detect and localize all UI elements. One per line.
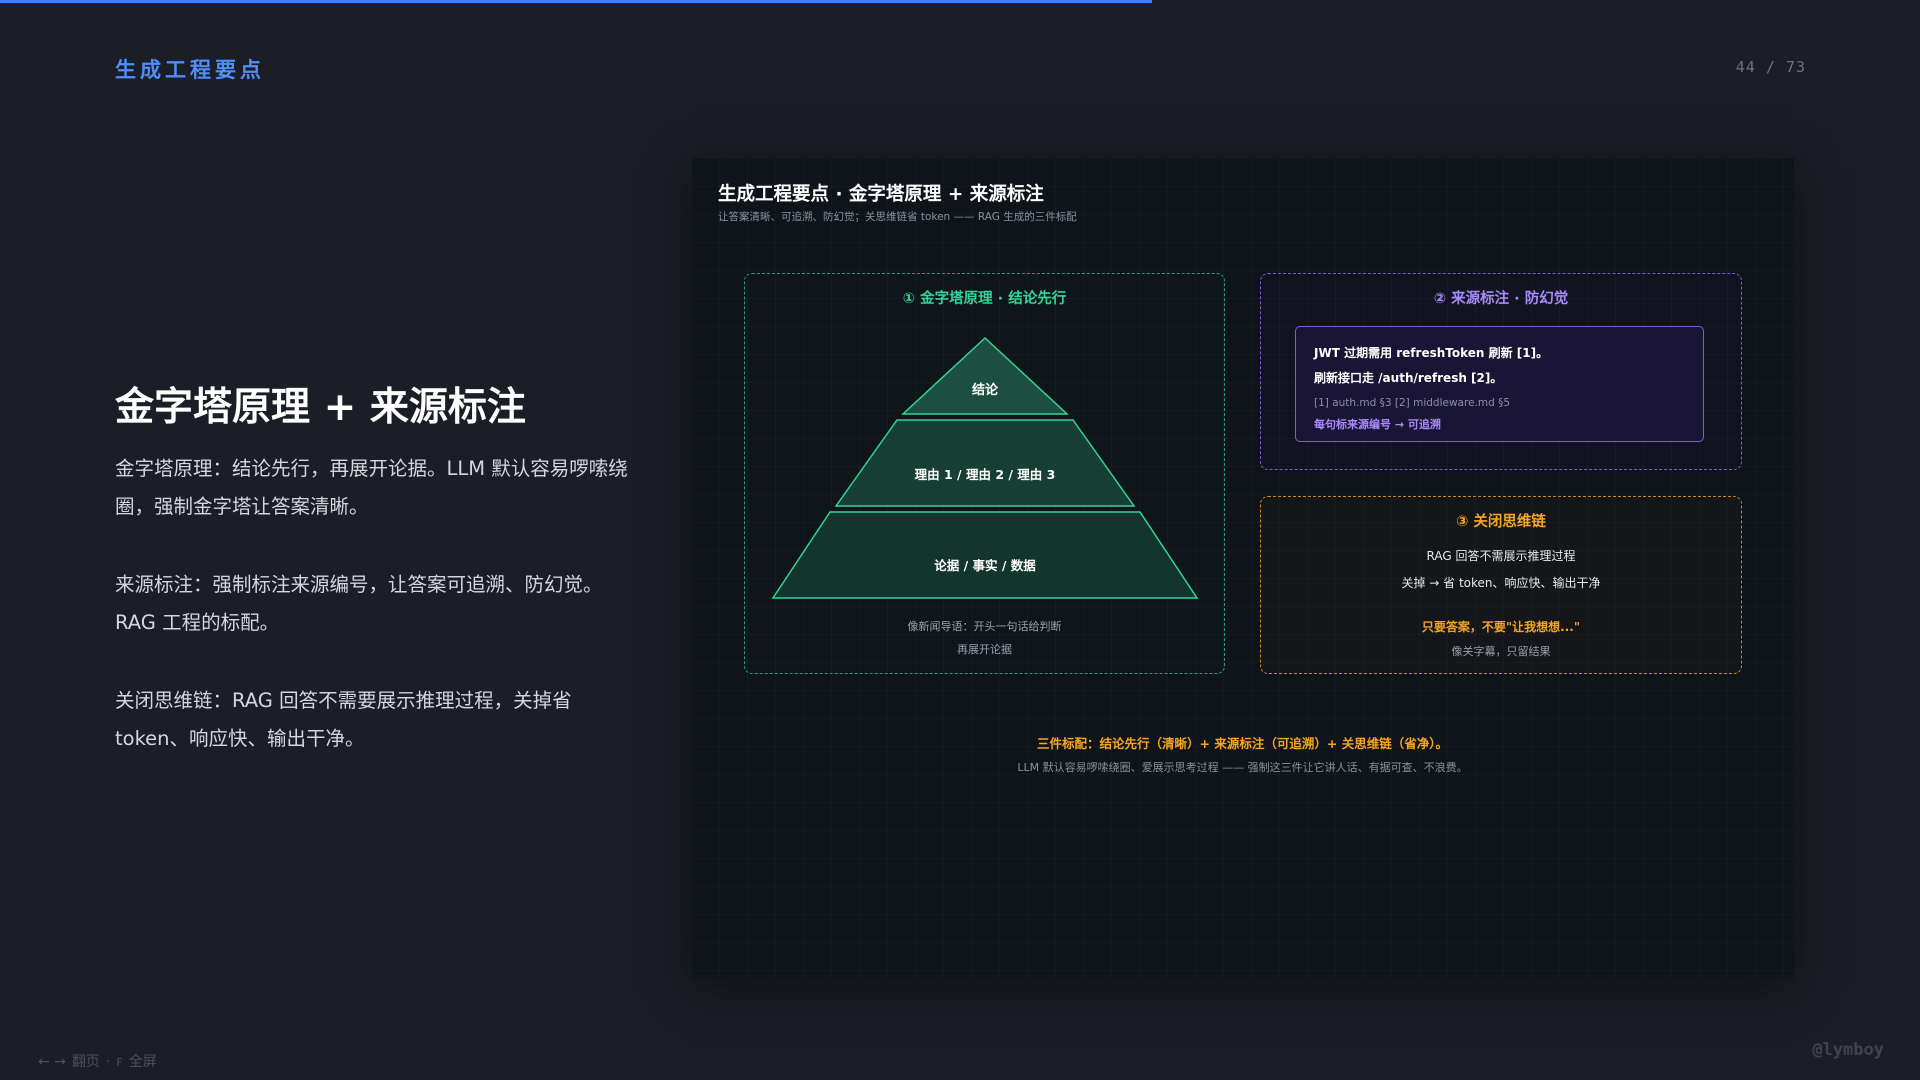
- cot-box: ③ 关闭思维链 RAG 回答不需展示推理过程 关掉 → 省 token、响应快、…: [1260, 496, 1742, 674]
- cot-highlight: 只要答案，不要"让我想想...": [1421, 620, 1581, 634]
- main-heading: 金字塔原理 + 来源标注: [115, 385, 526, 430]
- pyramid-box: ① 金字塔原理 · 结论先行 结论 理由 1 / 理由 2 / 理由 3 论据 …: [744, 273, 1225, 674]
- page-counter: 44 / 73: [1735, 58, 1806, 76]
- cot-line2: 关掉 → 省 token、响应快、输出干净: [1401, 576, 1601, 590]
- summary-line1: 三件标配：结论先行（清晰）+ 来源标注（可追溯）+ 关思维链（省净）。: [1037, 736, 1448, 751]
- paragraph-source: 来源标注：强制标注来源编号，让答案可追溯、防幻觉。RAG 工程的标配。: [115, 573, 603, 634]
- pyramid-label-conclusion: 结论: [972, 382, 999, 398]
- progress-bar: [0, 0, 1920, 3]
- pyramid-level-bottom: [771, 511, 1199, 599]
- pyramid-level-middle: [834, 419, 1136, 507]
- paragraph-cot: 关闭思维链：RAG 回答不需要展示推理过程，关掉省 token、响应快、输出干净…: [115, 689, 572, 750]
- pyramid-box-heading: ① 金字塔原理 · 结论先行: [902, 291, 1067, 307]
- hint-separator: ·: [105, 1054, 111, 1070]
- hint-fullscreen-label: 全屏: [128, 1054, 157, 1070]
- source-box-heading: ② 来源标注 · 防幻觉: [1433, 291, 1569, 307]
- hint-page-label: 翻页: [71, 1054, 100, 1070]
- hint-f-key: F: [116, 1056, 123, 1069]
- summary-line2: LLM 默认容易啰嗦绕圈、爱展示思考过程 —— 强制这三件让它讲人话、有据可查、…: [1017, 761, 1468, 774]
- slide-diagram-panel: 生成工程要点 · 金字塔原理 + 来源标注 让答案清晰、可追溯、防幻觉；关思维链…: [691, 158, 1794, 977]
- cot-box-heading: ③ 关闭思维链: [1456, 514, 1546, 530]
- source-note: 每句标来源编号 → 可追溯: [1314, 418, 1441, 431]
- pyramid-level-top: [901, 336, 1069, 415]
- pyramid-note-line1: 像新闻导语：开头一句话给判断: [907, 620, 1062, 633]
- source-example-line1: JWT 过期需用 refreshToken 刷新 [1]。: [1314, 346, 1549, 360]
- source-example-line2: 刷新接口走 /auth/refresh [2]。: [1314, 371, 1503, 385]
- source-example-card: JWT 过期需用 refreshToken 刷新 [1]。 刷新接口走 /aut…: [1295, 326, 1704, 442]
- pyramid-label-evidence: 论据 / 事实 / 数据: [934, 558, 1036, 573]
- pyramid-note-line2: 再展开论据: [957, 643, 1012, 656]
- source-refs: [1] auth.md §3 [2] middleware.md §5: [1314, 397, 1511, 409]
- pyramid-label-reasons: 理由 1 / 理由 2 / 理由 3: [915, 467, 1056, 482]
- cot-note: 像关字幕，只留结果: [1451, 645, 1551, 658]
- source-box: ② 来源标注 · 防幻觉 JWT 过期需用 refreshToken 刷新 [1…: [1260, 273, 1742, 470]
- arrow-keys-icon: ← →: [38, 1054, 66, 1070]
- section-title: 生成工程要点: [115, 58, 265, 82]
- navigation-hint: ← → 翻页 · F 全屏: [38, 1051, 163, 1071]
- slide-title: 生成工程要点 · 金字塔原理 + 来源标注: [718, 184, 1044, 205]
- pyramid-diagram: 结论 理由 1 / 理由 2 / 理由 3 论据 / 事实 / 数据: [771, 336, 1199, 599]
- slide-subtitle: 让答案清晰、可追溯、防幻觉；关思维链省 token —— RAG 生成的三件标配: [718, 211, 1077, 223]
- paragraph-pyramid: 金字塔原理：结论先行，再展开论据。LLM 默认容易啰嗦绕圈，强制金字塔让答案清晰…: [115, 457, 628, 518]
- cot-line1: RAG 回答不需展示推理过程: [1426, 549, 1576, 563]
- author-handle: @lymboy: [1812, 1040, 1884, 1060]
- progress-fill: [0, 0, 1152, 3]
